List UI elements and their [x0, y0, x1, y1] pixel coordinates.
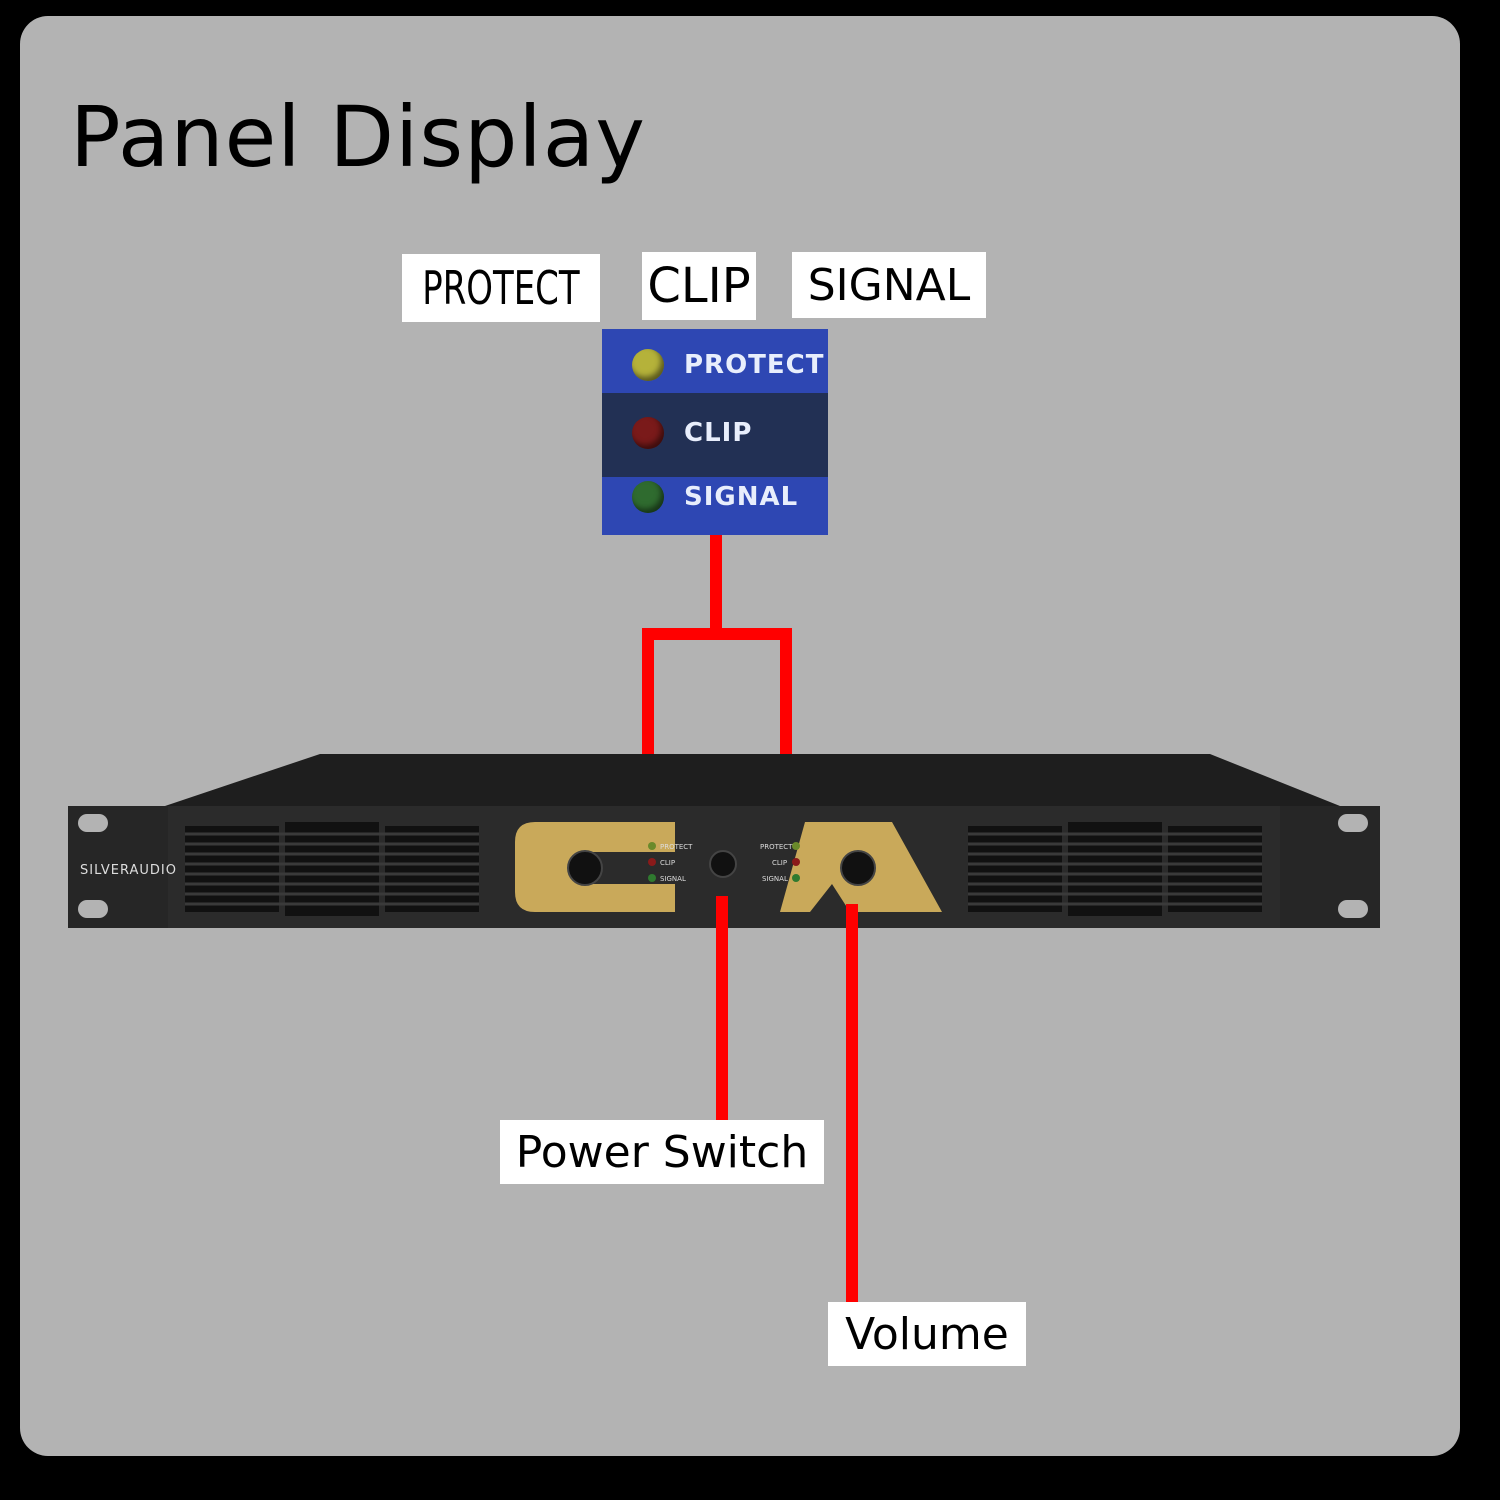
clip-led-icon: [632, 417, 664, 449]
left-vent-slats: [185, 832, 479, 906]
volume-callout-line: [846, 904, 858, 1302]
led-indicator-closeup: PROTECT CLIP SIGNAL: [602, 329, 828, 535]
power-switch-icon: [709, 850, 737, 878]
rack-hole-icon: [1338, 900, 1368, 918]
left-volume-knob-icon: [567, 850, 603, 886]
amplifier-illustration: SILVERAUDIO PROTECT CLIP SIGNAL PROTECT …: [68, 754, 1380, 928]
protect-led-label: PROTECT: [684, 350, 825, 380]
amp-clip-text: CLIP: [772, 859, 787, 867]
left-vent-grille: [185, 822, 479, 916]
protect-led-row: PROTECT: [632, 345, 825, 385]
amp-clip-text: CLIP: [660, 859, 675, 867]
rack-hole-icon: [78, 900, 108, 918]
signal-led-small-icon: [792, 874, 800, 882]
protect-label: PROTECT: [402, 254, 600, 322]
amp-protect-text: PROTECT: [760, 843, 793, 851]
right-volume-knob-icon: [840, 850, 876, 886]
rack-hole-icon: [78, 814, 108, 832]
panel-display-card: Panel Display PROTECT CLIP SIGNAL PROTEC…: [20, 16, 1460, 1456]
amp-signal-text: SIGNAL: [762, 875, 788, 883]
signal-led-label: SIGNAL: [684, 482, 799, 512]
led-callout-bar: [642, 628, 792, 640]
signal-label: SIGNAL: [792, 252, 986, 318]
clip-led-small-icon: [792, 858, 800, 866]
clip-led-small-icon: [648, 858, 656, 866]
amp-signal-text: SIGNAL: [660, 875, 686, 883]
amp-top-lid: [165, 754, 1340, 806]
led-callout-stem: [710, 535, 722, 633]
right-vent-slats: [968, 832, 1262, 906]
logo-c-shape: [515, 822, 675, 912]
clip-led-row: CLIP: [632, 413, 752, 453]
right-vent-grille: [968, 822, 1262, 916]
signal-led-icon: [632, 481, 664, 513]
clip-led-label: CLIP: [684, 418, 753, 448]
protect-led-small-icon: [792, 842, 800, 850]
protect-led-small-icon: [648, 842, 656, 850]
brand-logo: SILVERAUDIO: [80, 863, 177, 878]
protect-led-icon: [632, 349, 664, 381]
page-title: Panel Display: [70, 88, 646, 186]
volume-label: Volume: [828, 1302, 1026, 1366]
rack-hole-icon: [1338, 814, 1368, 832]
clip-label: CLIP: [642, 252, 756, 320]
power-callout-line: [716, 896, 728, 1120]
signal-led-small-icon: [648, 874, 656, 882]
power-switch-label: Power Switch: [500, 1120, 824, 1184]
signal-led-row: SIGNAL: [632, 477, 798, 517]
amp-protect-text: PROTECT: [660, 843, 693, 851]
